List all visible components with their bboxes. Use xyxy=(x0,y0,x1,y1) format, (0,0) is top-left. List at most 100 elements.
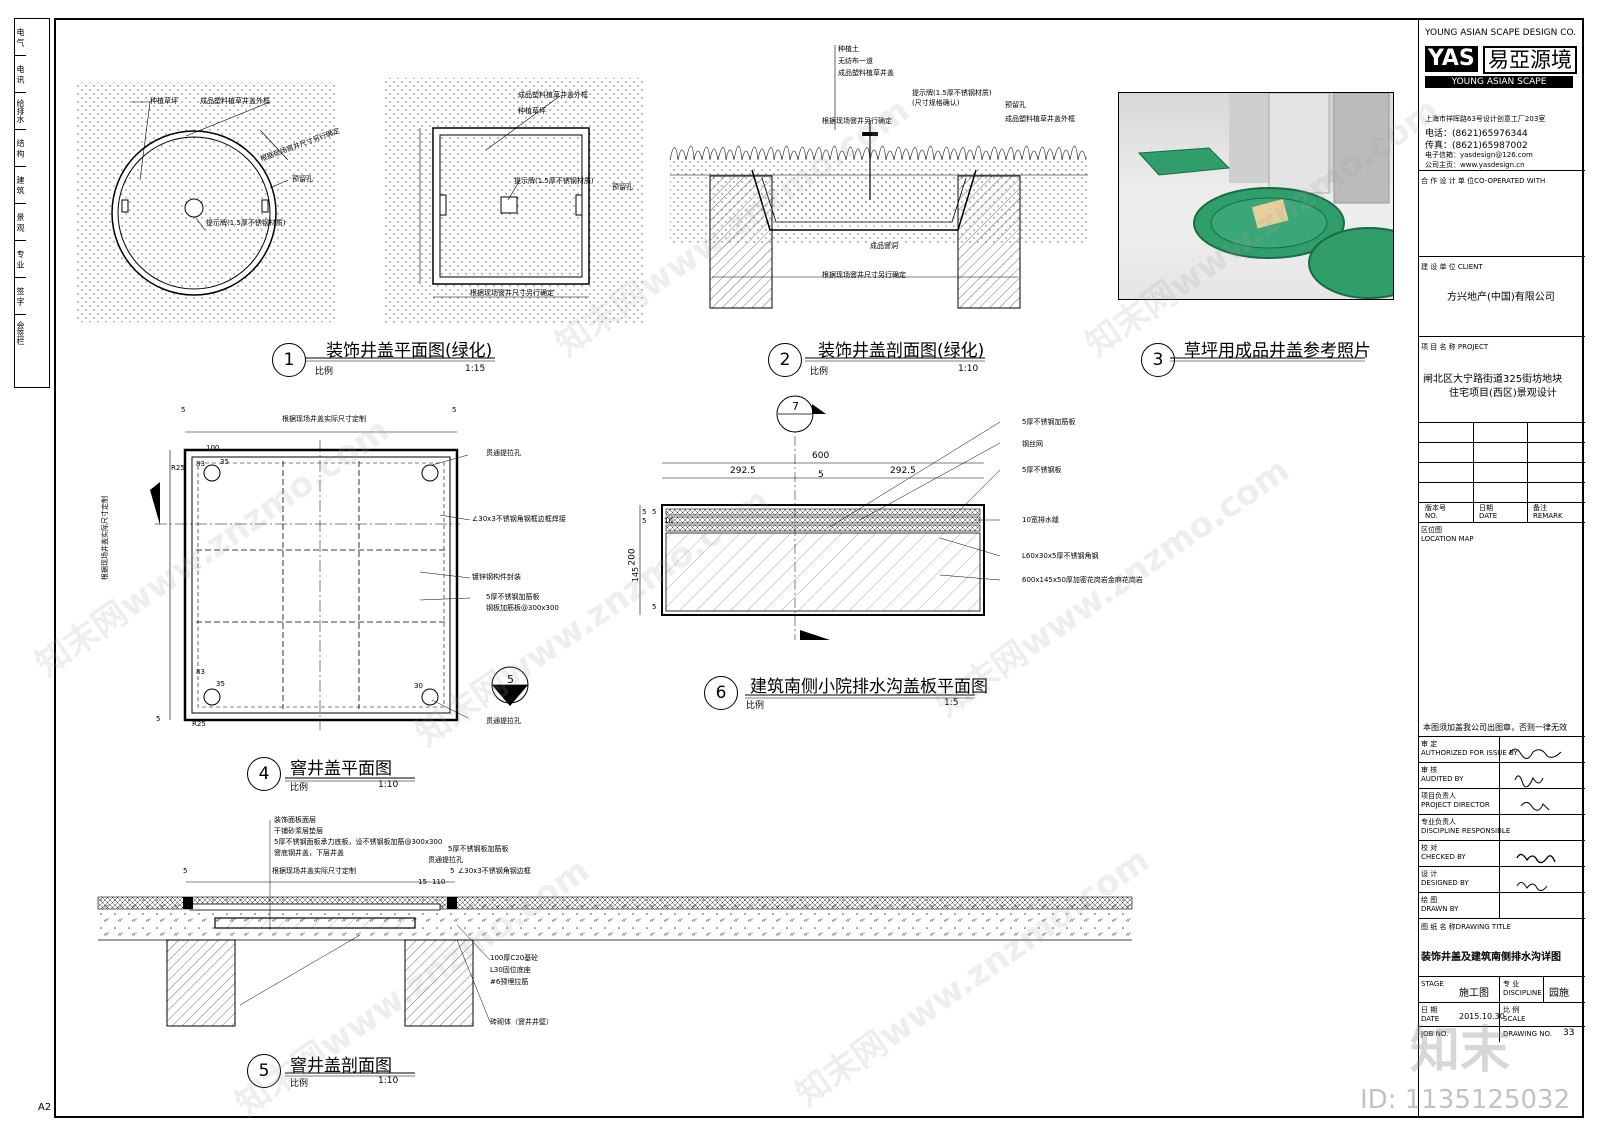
callout: 5厚不锈钢加筋板 xyxy=(1022,418,1076,426)
company-address: 上海市祥晖路63号设计创意工厂203室 xyxy=(1425,115,1546,123)
drawing-4-plan xyxy=(150,431,471,730)
drawing-6-plan xyxy=(639,395,1001,640)
callout: 钢板加筋板@300x300 xyxy=(486,604,559,612)
drawing-title: 窨井盖剖面图 xyxy=(290,1056,392,1076)
drawing-1-plan xyxy=(77,82,337,322)
drawing-number: 6 xyxy=(704,676,738,710)
strip-cell: 建 筑 xyxy=(15,167,26,204)
drawing-title: 装饰井盖平面图(绿化) xyxy=(326,341,493,361)
callout: (尺寸规格确认) xyxy=(912,99,960,107)
logo-cn: 易亞源境 xyxy=(1483,46,1577,74)
scale-label: 比例 xyxy=(810,367,829,377)
callout: 根据现场井盖实际尺寸定制 xyxy=(101,496,109,580)
callout: 根据现场窨井另行确定 xyxy=(822,117,892,125)
callout: ∠30x3不锈钢角钢边框 xyxy=(458,867,531,875)
date-value: 2015.10.30 xyxy=(1459,1012,1505,1021)
dim: 5 xyxy=(156,715,161,723)
stage-label: STAGE xyxy=(1421,980,1444,988)
callout: 根据现场井盖实际尺寸定制 xyxy=(272,867,356,875)
company-email: 电子信箱：yasdesign@126.com xyxy=(1425,151,1533,159)
sign-strip: 电 气 电 讯 给排水 结 构 建 筑 景 观 专 业 签 字 会签栏 xyxy=(14,18,50,388)
dim: R25 xyxy=(171,464,185,472)
callout: L30固位底座 xyxy=(490,966,531,974)
dim: 5 xyxy=(652,508,657,516)
callout: 根据现场窨井尺寸另行确定 xyxy=(822,271,906,279)
dim: 292.5 xyxy=(730,466,756,476)
dim: 5 xyxy=(183,867,188,875)
strip-cell: 电 气 xyxy=(15,19,26,56)
callout: 无纺布一道 xyxy=(838,57,873,65)
scale-label: 比例 xyxy=(746,701,765,711)
callout: 成品塑料植草井盖外框 xyxy=(518,91,588,99)
drawing-number: 3 xyxy=(1141,343,1175,377)
dim: 110 xyxy=(432,878,446,886)
logo-subtitle: YOUNG ASIAN SCAPE xyxy=(1425,76,1573,88)
section-mark-label: 7 xyxy=(792,400,799,413)
callout: 贯通提拉孔 xyxy=(486,717,521,725)
drawing-frame xyxy=(54,18,1584,1118)
client-name: 方兴地产(中国)有限公司 xyxy=(1447,292,1555,303)
dim: 15 xyxy=(418,878,427,886)
scale-value: 1:10 xyxy=(378,780,399,790)
id-tag: ID: 1135125032 xyxy=(1360,1085,1571,1115)
drawing-title: 建筑南侧小院排水沟盖板平面图 xyxy=(750,677,988,697)
callout: 根据现场窨井尺寸另行确定 xyxy=(470,289,554,297)
dim: 10 xyxy=(664,517,673,525)
drawing-number: 5 xyxy=(247,1054,281,1088)
drawing-title-label: 图 纸 名 称DRAWING TITLE xyxy=(1421,923,1511,931)
strip-cell: 电 讯 xyxy=(15,56,26,93)
drawing-title: 窨井盖平面图 xyxy=(290,759,392,779)
callout: 成品塑料植草井盖外框 xyxy=(200,97,270,105)
dim: 35 xyxy=(216,680,225,688)
scale-value: 1:10 xyxy=(958,364,979,374)
rev-remark-label: 备注 REMARK xyxy=(1533,504,1563,520)
discipline-value: 园施 xyxy=(1549,988,1569,999)
dim: 5 xyxy=(452,406,457,414)
company-web: 公司主页：www.yasdesign.cn xyxy=(1425,161,1525,169)
drawing-number: 1 xyxy=(272,343,306,377)
scale-value: 1:5 xyxy=(944,698,959,708)
scale-label: 比例 xyxy=(290,1079,309,1089)
dim: 5 xyxy=(642,508,647,516)
callout: 600x145x50厚加密花岗岩金麻花岗岩 xyxy=(1022,576,1143,584)
dim: 83 xyxy=(196,668,205,676)
drawing-title-value: 装饰井盖及建筑南侧排水沟详图 xyxy=(1421,952,1561,963)
callout: 成品塑料植草井盖 xyxy=(838,69,894,77)
callout: 种植草坪 xyxy=(518,107,546,115)
callout: 镀锌钢构件封装 xyxy=(472,573,521,581)
drawing-no-label: DRAWING NO. xyxy=(1503,1030,1552,1038)
job-no-label: JOB NO. xyxy=(1421,1030,1449,1038)
brand-watermark: 知末 xyxy=(1410,1021,1510,1079)
director-label: 项目负责人 PROJECT DIRECTOR xyxy=(1421,792,1490,809)
callout: 种植草坪 xyxy=(150,97,178,105)
callout: ∠30x3不锈钢角钢框边框焊接 xyxy=(472,515,566,523)
drawing-title: 装饰井盖剖面图(绿化) xyxy=(818,341,985,361)
discipline-responsible-label: 专业负责人 DISCIPLINE RESPONSIBLE xyxy=(1421,818,1511,835)
stage-value: 施工图 xyxy=(1459,988,1489,999)
strip-cell: 专 业 xyxy=(15,241,26,278)
dim: 83 xyxy=(196,460,205,468)
checked-label: 校 对 CHECKED BY xyxy=(1421,844,1466,861)
dim: 5 xyxy=(642,517,647,525)
designed-label: 设 计 DESIGNED BY xyxy=(1421,870,1469,887)
project-name-2: 住宅项目(西区)景观设计 xyxy=(1449,388,1557,399)
audited-label: 审 核 AUDITED BY xyxy=(1421,766,1464,783)
title-block: YOUNG ASIAN SCAPE DESIGN CO. YAS 易亞源境 YO… xyxy=(1418,18,1585,1118)
stamp-note: 本图须加盖我公司出图章，否则一律无效 xyxy=(1423,723,1567,732)
callout: 干铺砂浆层垫层 xyxy=(274,827,323,835)
drawn-label: 绘 图 DRAWN BY xyxy=(1421,896,1459,913)
scale-value: 1:15 xyxy=(465,364,486,374)
cooperate-label: 合 作 设 计 单 位CO-OPERATED WITH xyxy=(1421,177,1546,185)
callout: 提示牌(1.5厚不锈钢材质) xyxy=(206,219,286,227)
drawing-no-value: 33 xyxy=(1563,1028,1575,1038)
scale-label: 比例 xyxy=(315,367,334,377)
drawing-1b-plan xyxy=(385,78,643,323)
callout: 5厚不锈钢加筋板 xyxy=(486,593,540,601)
scale-label: 比例 xyxy=(290,783,309,793)
dim: 35 xyxy=(220,458,229,466)
callout: 窨底钢井盖，下层井盖 xyxy=(274,849,344,857)
scale-value: 1:10 xyxy=(378,1076,399,1086)
callout: 预留孔 xyxy=(612,183,633,191)
dim: 5 xyxy=(652,603,657,611)
